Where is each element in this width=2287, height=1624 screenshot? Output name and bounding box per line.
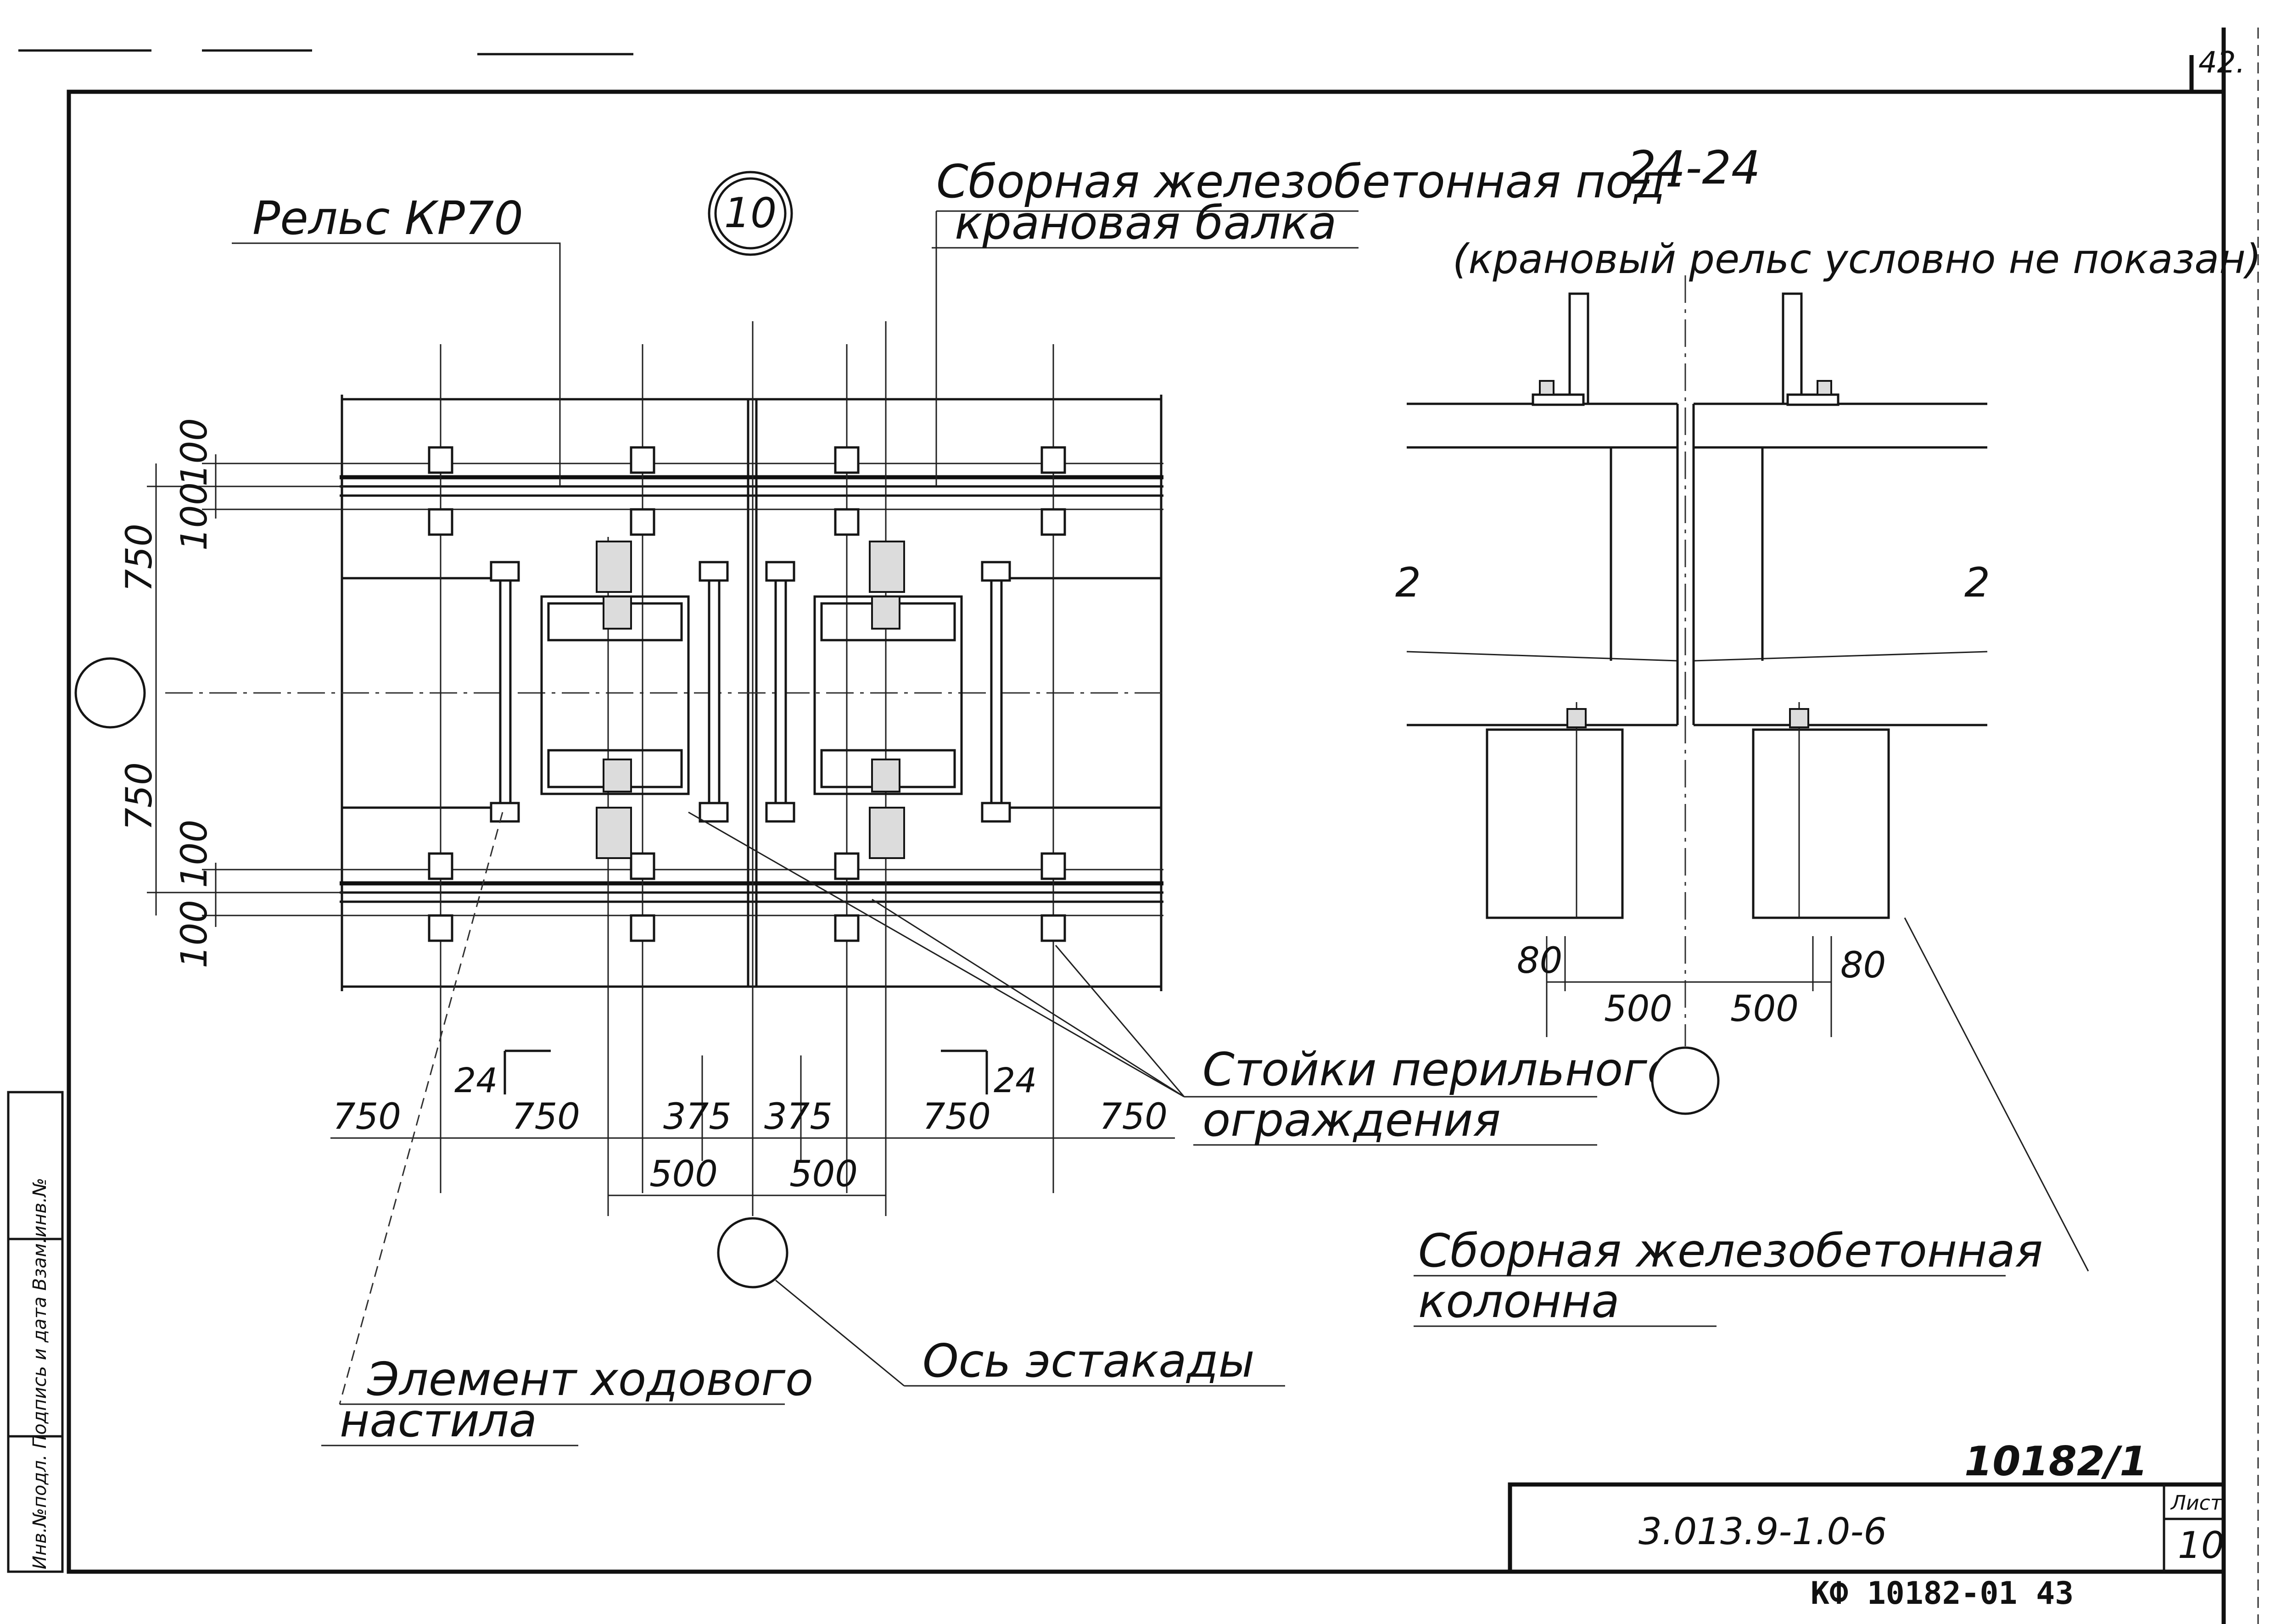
sec-dim-1: 80: [1517, 940, 1562, 982]
dim-v-5: 100: [174, 820, 215, 888]
dim-v-4: 750: [119, 762, 160, 831]
footer-code: КФ 10182-01 43: [1811, 1575, 2074, 1612]
section-view: [1406, 275, 2089, 1327]
sec-dim-4: 80: [1840, 945, 1886, 986]
title-block: [1508, 1482, 2226, 1574]
dim-v-2: 100: [174, 482, 215, 551]
dim-h-2: 750: [512, 1096, 580, 1138]
walkway-elements: [540, 541, 963, 859]
detail-marker-number: 10: [724, 189, 777, 237]
detail-marker-circle: [708, 171, 793, 256]
dim-h-1: 750: [333, 1096, 401, 1138]
label-axis: Ось эстакады: [923, 1334, 1255, 1388]
sheet-corner-number: 42.: [2198, 46, 2245, 80]
dim-h-6: 750: [1099, 1096, 1168, 1138]
label-walkway-line1: Элемент ходового: [367, 1352, 813, 1406]
dim-h2-1: 500: [649, 1154, 718, 1195]
rail-lower: [340, 869, 1163, 916]
dim-h-5: 750: [923, 1096, 991, 1138]
section-axis-bubble: [1651, 1046, 1720, 1115]
label-rail: Рельс КР70: [252, 191, 523, 245]
dim-v-1: 100: [174, 418, 215, 486]
section-note: (крановый рельс условно не показан): [1453, 235, 2261, 283]
label-column-line1: Сборная железобетонная: [1418, 1224, 2043, 1278]
dim-h-4: 375: [764, 1096, 833, 1138]
label-posts-line1: Стойки перильного: [1202, 1043, 1675, 1096]
label-posts-line2: ограждения: [1202, 1093, 1501, 1147]
railing-posts: [490, 561, 1011, 823]
sec-dim-2: 500: [1604, 988, 1672, 1030]
axis-bubble-left: [74, 657, 146, 729]
drawing-code: 3.013.9-1.0-6: [1638, 1510, 1887, 1553]
sheet-label: Лист: [2170, 1491, 2223, 1515]
project-number: 10182/1: [1964, 1438, 2148, 1485]
rail-upper: [340, 463, 1163, 510]
section-cut-right: 24: [994, 1061, 1037, 1100]
side-stamp-strip: [7, 1091, 64, 1573]
section-mark: 24-24: [1627, 141, 1761, 195]
detail-tag-left: 2: [1395, 559, 1421, 606]
label-column-line2: колонна: [1418, 1274, 1620, 1328]
label-walkway-line2: настила: [340, 1394, 537, 1447]
sheet-number: 10: [2178, 1524, 2225, 1567]
dim-v-6: 100: [174, 900, 215, 968]
bottom-dimensions: 750 750 375 375 750 750 500 500: [333, 1096, 1168, 1195]
sec-dim-3: 500: [1730, 988, 1799, 1030]
plan-view: [147, 321, 1175, 1216]
label-beam-line1: Сборная железобетонная под-: [936, 155, 1682, 208]
plan-leaders: [232, 210, 1597, 1446]
side-stamp-text: Инв.№подл. Подпись и дата Взам.инв.№: [29, 1178, 50, 1569]
bolt-plates: [428, 446, 1066, 942]
vertical-dimensions: 100 100 750 750 100 100: [119, 418, 215, 968]
section-cut-marks: [503, 1049, 988, 1094]
dim-h2-2: 500: [789, 1154, 858, 1195]
detail-tag-right: 2: [1964, 559, 1990, 606]
dim-v-3: 750: [119, 524, 160, 592]
label-beam-line2: крановая балка: [955, 196, 1336, 250]
dim-h-3: 375: [663, 1096, 732, 1138]
section-cut-left: 24: [454, 1061, 498, 1100]
axis-bubble-bottom: [717, 1217, 788, 1289]
